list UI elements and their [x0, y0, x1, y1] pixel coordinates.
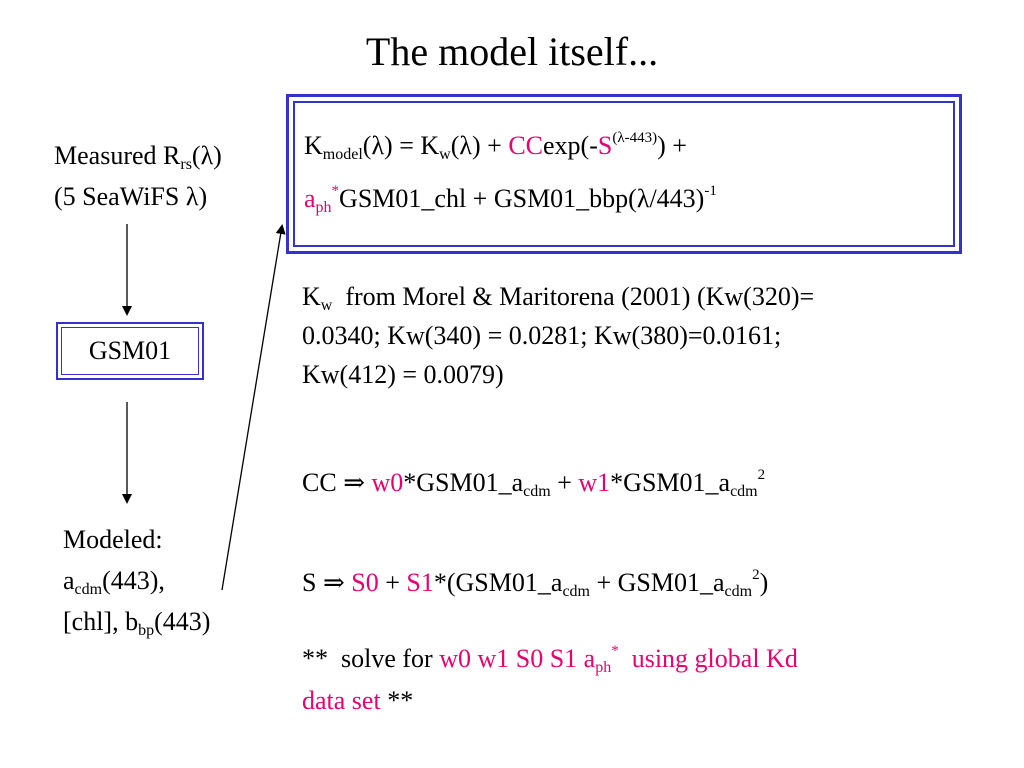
solve-end: **	[380, 686, 414, 715]
w1-term: w1	[578, 468, 611, 497]
gsm01-label: GSM01	[88, 336, 172, 365]
modeled-line-1: Modeled:	[63, 525, 163, 554]
implies-arrow: ⇒	[343, 468, 365, 497]
solve-line-2: data set **	[302, 688, 413, 714]
page-title: The model itself...	[365, 29, 659, 74]
rs-subscript: rs	[180, 156, 192, 173]
eq-part-a: (λ) = K	[362, 131, 440, 160]
eq-part-e: GSM01_chl + GSM01_bbp(λ/443)	[339, 184, 705, 213]
implies-arrow: ⇒	[322, 568, 345, 597]
cdm-subscript: cdm	[730, 483, 758, 500]
modeled-line-3: [chl], bbp(443)	[63, 607, 211, 639]
aph-subscript: ph	[595, 659, 612, 676]
arrow-modeled-to-equation	[221, 224, 286, 591]
measured-lambda: (λ)	[191, 141, 222, 170]
kw-subscript: w	[320, 297, 333, 314]
s-superscript: (λ-443)	[612, 130, 658, 146]
w0-term: w0	[364, 468, 404, 497]
w-subscript: w	[439, 146, 451, 163]
modeled-a-rest: (443),	[102, 566, 165, 595]
aph-star: *	[331, 183, 340, 199]
plus-sign: +	[378, 568, 407, 597]
equation-line-1: Kmodel(λ) = Kw(λ) + CCexp(-S(λ-443)) +	[304, 130, 687, 163]
measured-line-1: Measured Rrs(λ)	[54, 141, 222, 173]
k-text: K	[304, 131, 323, 160]
solve-line-1: ** solve for w0 w1 S0 S1 aph* using glob…	[302, 643, 798, 676]
kw-line-3: Kw(412) = 0.0079)	[302, 360, 504, 389]
kw-line-1: Kw from Morel & Maritorena (2001) (Kw(32…	[302, 282, 815, 314]
cc-label: CC	[302, 468, 344, 497]
eq-part-d: ) +	[657, 131, 687, 160]
s-term: S	[597, 131, 613, 160]
cdm-subscript: cdm	[523, 483, 551, 500]
square-superscript: 2	[757, 467, 766, 483]
s-line: S ⇒ S0 + S1*(GSM01_acdm + GSM01_acdm2)	[302, 567, 769, 600]
modeled-chl-b: [chl], b	[63, 607, 139, 636]
modeled-b-rest: (443)	[154, 607, 211, 636]
eq-part-c: exp(-	[543, 131, 598, 160]
solve-data-set: data set	[302, 686, 381, 715]
kw-line-1-rest: from Morel & Maritorena (2001) (Kw(320)=	[332, 282, 815, 311]
kw-line-2: 0.0340; Kw(340) = 0.0281; Kw(380)=0.0161…	[302, 321, 782, 350]
solve-mid: using global Kd	[618, 644, 798, 673]
cdm-subscript: cdm	[724, 583, 753, 600]
model-subscript: model	[322, 146, 363, 163]
close-paren: )	[759, 568, 769, 597]
cc-part-1: *GSM01_a	[403, 468, 524, 497]
aph-subscript: ph	[315, 199, 332, 216]
gsm01-box: GSM01	[56, 322, 204, 380]
equation-line-2: aph*GSM01_chl + GSM01_bbp(λ/443)-1	[304, 183, 717, 216]
cdm-subscript: cdm	[562, 583, 590, 600]
aph-star: *	[611, 643, 619, 659]
s-label: S	[302, 568, 323, 597]
solve-vars: w0 w1 S0 S1 a	[439, 644, 596, 673]
s-part-2: + GSM01_a	[589, 568, 725, 597]
s-part-1: *(GSM01_a	[433, 568, 563, 597]
s0-term: S0	[344, 568, 379, 597]
plus-sign: +	[550, 468, 579, 497]
minus-one-superscript: -1	[704, 183, 717, 199]
measured-line-2: (5 SeaWiFS λ)	[54, 182, 208, 211]
cc-part-2: *GSM01_a	[610, 468, 731, 497]
modeled-a: a	[63, 566, 75, 595]
bp-subscript: bp	[138, 622, 155, 639]
cdm-subscript: cdm	[74, 581, 103, 598]
square-superscript: 2	[752, 567, 760, 583]
cc-term: CC	[508, 131, 543, 160]
eq-part-b: (λ) +	[450, 131, 509, 160]
cc-line: CC ⇒ w0*GSM01_acdm + w1*GSM01_acdm2	[302, 467, 766, 500]
solve-prefix: ** solve for	[302, 644, 440, 673]
s1-term: S1	[406, 568, 434, 597]
modeled-line-2: acdm(443),	[63, 566, 165, 598]
kw-k: K	[302, 282, 321, 311]
aph-term: a	[304, 184, 316, 213]
measured-r-text: Measured R	[54, 141, 181, 170]
equation-box	[286, 94, 962, 254]
